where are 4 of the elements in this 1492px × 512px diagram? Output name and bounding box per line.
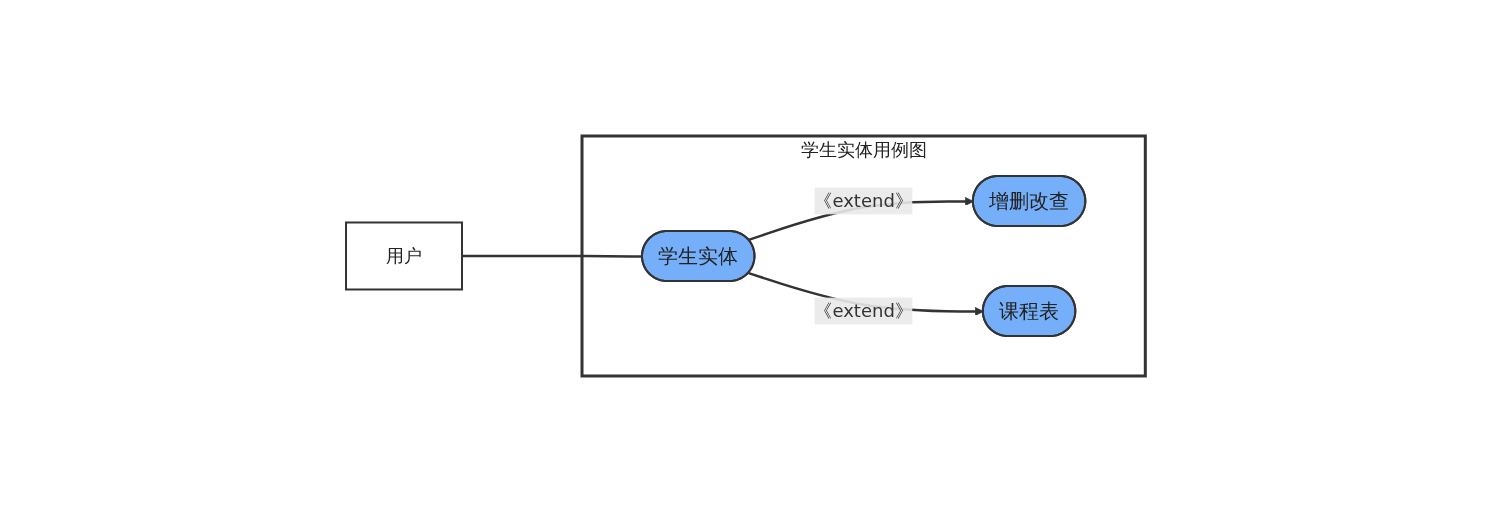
edge-label: 《extend》: [814, 300, 914, 322]
edge-label: 《extend》: [814, 190, 914, 212]
node-box: 用户: [345, 221, 464, 291]
connector: [462, 254, 643, 258]
